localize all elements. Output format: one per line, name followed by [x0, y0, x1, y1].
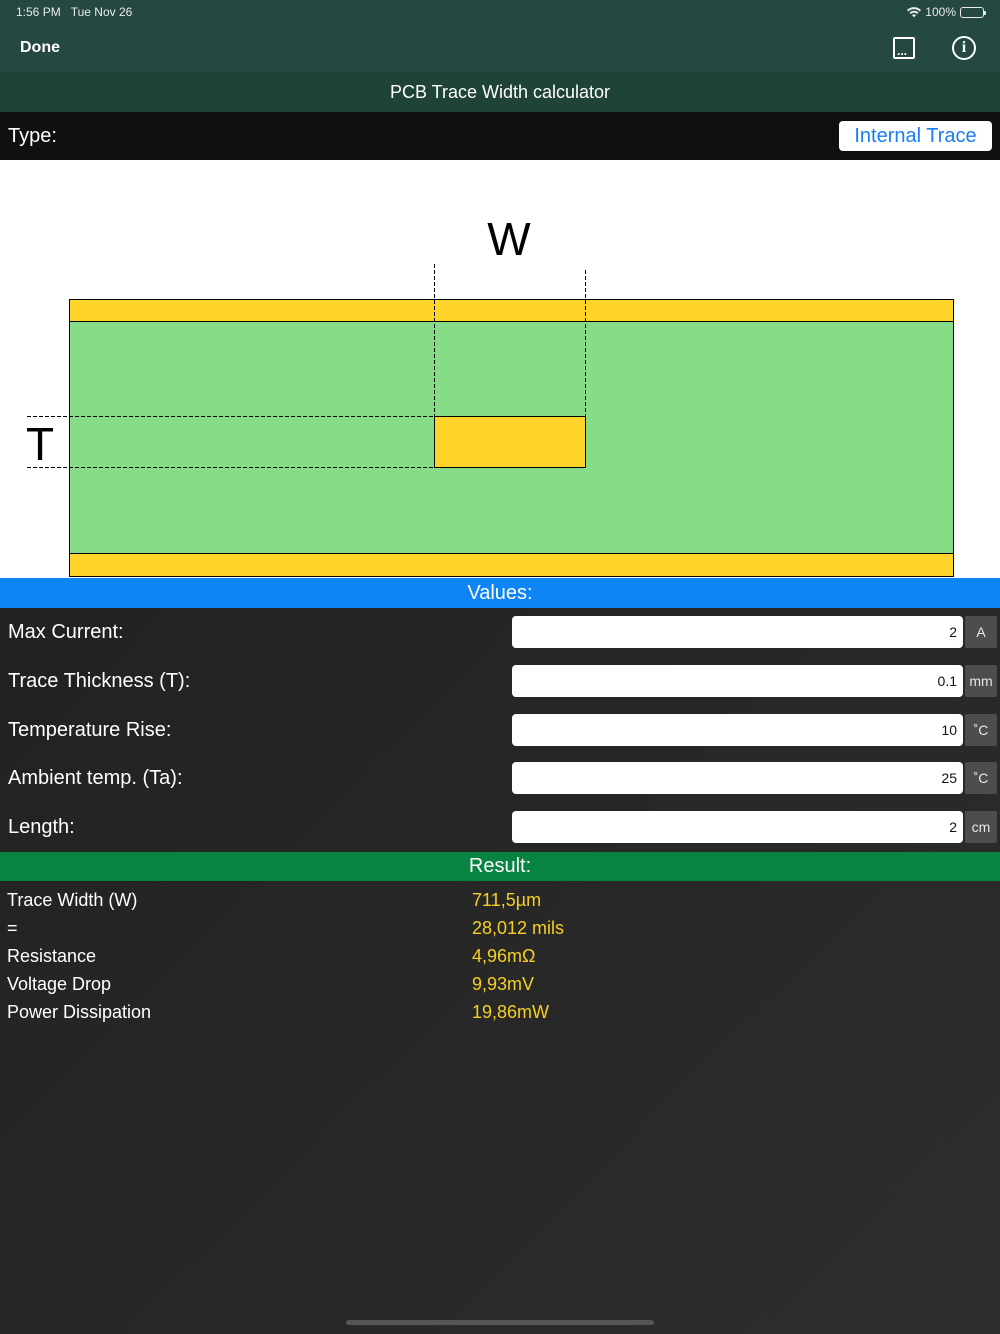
length-row: Length: 2 cm: [0, 803, 1000, 852]
voltage-drop-result-value: 9,93mV: [472, 974, 535, 994]
temperature-rise-input[interactable]: 10: [512, 714, 963, 746]
length-unit[interactable]: cm: [965, 811, 997, 843]
trace-width-result-row: Trace Width (W) 711,5µm: [0, 886, 1000, 914]
length-label: Length:: [8, 816, 75, 838]
ambient-temp-unit[interactable]: ˚C: [965, 762, 997, 794]
ambient-temp-label: Ambient temp. (Ta):: [8, 767, 183, 789]
trace-width-mils-row: = 28,012 mils: [0, 914, 1000, 942]
resistance-result-row: Resistance 4,96mΩ: [0, 942, 1000, 970]
voltage-drop-result-row: Voltage Drop 9,93mV: [0, 970, 1000, 998]
temperature-rise-unit[interactable]: ˚C: [965, 714, 997, 746]
values-header: Values:: [0, 578, 1000, 608]
max-current-row: Max Current: 2 A: [0, 608, 1000, 657]
done-button[interactable]: Done: [20, 39, 60, 56]
type-label: Type:: [8, 125, 57, 147]
max-current-unit[interactable]: A: [965, 616, 997, 648]
info-icon[interactable]: i: [952, 36, 976, 60]
wifi-icon: [907, 6, 922, 17]
page-title: PCB Trace Width calculator: [0, 72, 1000, 112]
trace-thickness-unit[interactable]: mm: [965, 665, 997, 697]
power-dissipation-result-row: Power Dissipation 19,86mW: [0, 998, 1000, 1026]
w-label: W: [487, 213, 531, 265]
trace-thickness-input[interactable]: 0.1: [512, 665, 963, 697]
home-indicator[interactable]: [346, 1320, 654, 1325]
nav-bar: Done ... i: [0, 24, 1000, 72]
status-bar: 1:56 PM Tue Nov 26 100%: [0, 0, 1000, 24]
trace-width-mils-label: =: [7, 918, 18, 938]
more-icon[interactable]: ...: [893, 37, 915, 59]
resistance-result-value: 4,96mΩ: [472, 946, 536, 966]
length-input[interactable]: 2: [512, 811, 963, 843]
battery-icon: [960, 6, 986, 18]
top-copper-layer: [69, 299, 954, 322]
temperature-rise-row: Temperature Rise: 10 ˚C: [0, 706, 1000, 755]
temperature-rise-label: Temperature Rise:: [8, 719, 172, 741]
ambient-temp-input[interactable]: 25: [512, 762, 963, 794]
status-time: 1:56 PM Tue Nov 26: [16, 5, 133, 19]
max-current-label: Max Current:: [8, 621, 124, 643]
power-dissipation-result-value: 19,86mW: [472, 1002, 550, 1022]
trace-diagram-svg: W T: [26, 213, 954, 577]
status-right: 100%: [907, 5, 986, 19]
trace-width-result-value: 711,5µm: [472, 890, 542, 910]
voltage-drop-result-label: Voltage Drop: [7, 974, 112, 994]
result-header: Result:: [0, 852, 1000, 881]
max-current-input[interactable]: 2: [512, 616, 963, 648]
resistance-result-label: Resistance: [7, 946, 97, 966]
trace-thickness-row: Trace Thickness (T): 0.1 mm: [0, 657, 1000, 706]
trace-thickness-label: Trace Thickness (T):: [8, 670, 191, 692]
ambient-temp-row: Ambient temp. (Ta): 25 ˚C: [0, 754, 1000, 803]
t-label: T: [26, 418, 54, 470]
power-dissipation-result-label: Power Dissipation: [7, 1002, 152, 1022]
trace-width-mils-value: 28,012 mils: [472, 918, 565, 938]
trace-type-selector[interactable]: Internal Trace: [839, 121, 992, 151]
type-bar: Type:: [0, 112, 1000, 160]
battery-percent: 100%: [925, 5, 956, 19]
internal-trace: [434, 416, 586, 468]
trace-width-result-label: Trace Width (W): [7, 890, 138, 910]
bottom-copper-layer: [69, 553, 954, 577]
trace-diagram: W T: [0, 160, 1000, 578]
